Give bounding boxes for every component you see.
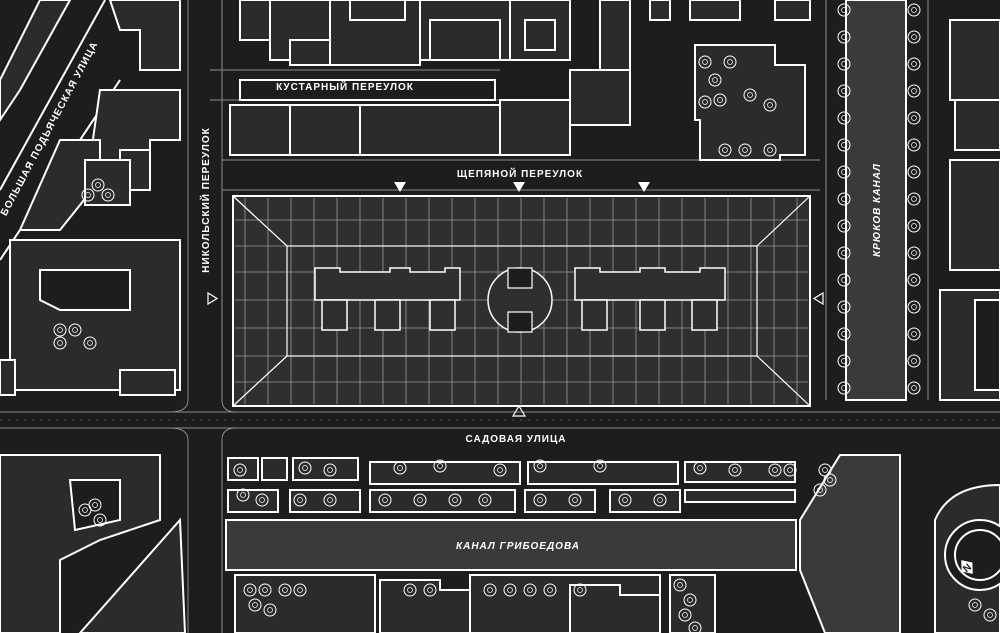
griboedov-canal-water: [225, 454, 901, 633]
blocks-east: [939, 19, 1000, 401]
triangle-marker-icon: [207, 291, 219, 306]
label-griboedov-canal: КАНАЛ ГРИБОЕДОВА: [456, 541, 580, 552]
roundabout: [934, 483, 1000, 633]
triangle-marker-icon: [513, 182, 525, 192]
label-kryukov-canal: КРЮКОВ КАНАЛ: [872, 163, 883, 257]
label-nikolsky-lane: НИКОЛЬСКИЙ ПЕРЕУЛОК: [199, 127, 212, 272]
label-shchepyanoy-lane: ЩЕПЯНОЙ ПЕРЕУЛОК: [457, 167, 583, 180]
north-arrow-icon: N: [961, 560, 975, 575]
view-markers: [207, 182, 824, 417]
blocks-north: [229, 0, 811, 161]
blocks-south: [0, 454, 796, 633]
triangle-marker-icon: [511, 404, 527, 417]
market-building: [232, 195, 811, 407]
blocks-northwest: [0, 0, 181, 396]
triangle-marker-icon: [638, 182, 650, 192]
label-sadovaya-street: САДОВАЯ УЛИЦА: [466, 434, 567, 445]
label-kustarny-lane: КУСТАРНЫЙ ПЕРЕУЛОК: [276, 80, 414, 93]
triangle-marker-icon: [812, 291, 824, 306]
kryukov-canal-water: [845, 0, 907, 401]
triangle-marker-icon: [394, 182, 406, 192]
